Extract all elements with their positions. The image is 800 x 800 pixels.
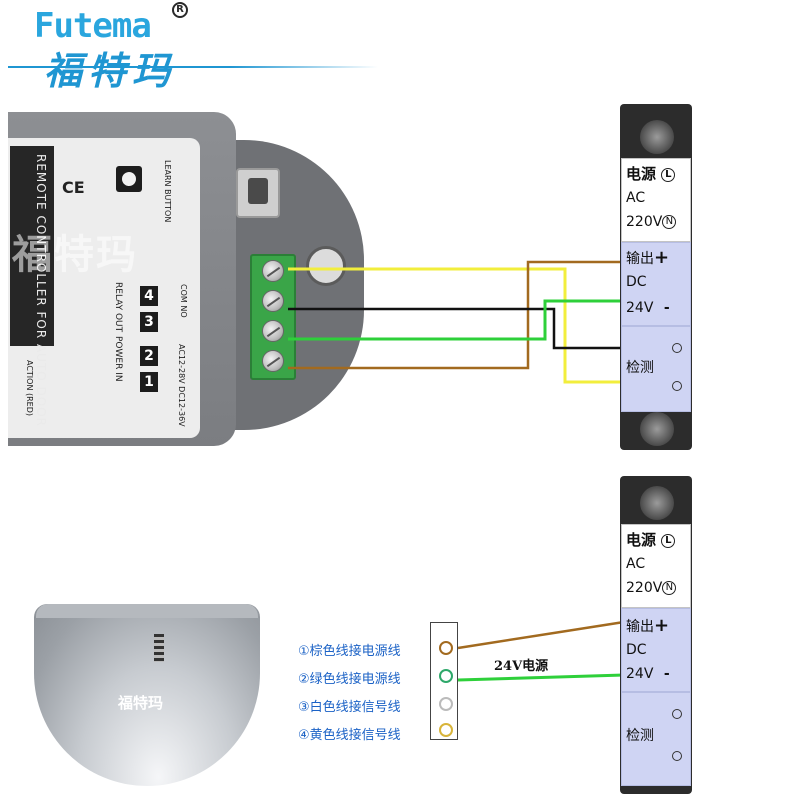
wire-brown-bottom (457, 620, 625, 650)
wire-black (288, 307, 622, 350)
detect-terminal-icon (672, 343, 682, 353)
psu-bottom-ac-label: AC (626, 556, 646, 572)
legend-item-green: ②绿色线接电源线 (298, 672, 401, 687)
detect-terminal-icon (672, 709, 682, 719)
psu-top-ac-voltage: 220V (626, 214, 663, 230)
psu-top-dc-voltage: 24V (626, 300, 654, 316)
controller-model-strip: REMOTE CONTROLLER FOR AUTO DOOR (10, 146, 54, 427)
screw-icon (262, 350, 284, 372)
terminal-number-4: 4 (140, 286, 158, 306)
psu-top-power-label: 电源 (626, 165, 657, 183)
psu-bottom-dc-voltage: 24V (626, 666, 654, 682)
sensor-top-edge (36, 604, 258, 618)
terminal-n-icon: N (662, 215, 677, 229)
psu-top-dc-section: 输出+ DC 24V - (621, 242, 691, 326)
mounting-post (306, 246, 346, 286)
supply-label: 24V电源 (494, 659, 549, 674)
detect-terminal-icon (672, 751, 682, 761)
minus-icon: - (663, 300, 670, 316)
terminal-number-2: 2 (140, 346, 158, 366)
wire-green-bottom (457, 673, 625, 682)
psu-top-ac-label: AC (626, 190, 646, 206)
legend-item-white: ③白色线接信号线 (298, 700, 401, 715)
psu-bottom-output-label: 输出 (626, 619, 654, 635)
psu-bottom-dc-label: DC (626, 642, 647, 658)
terminal-number-3: 3 (140, 312, 158, 332)
plus-icon: + (654, 247, 670, 268)
door-sensor (34, 604, 260, 786)
plus-icon: + (654, 615, 670, 636)
terminal-block (250, 254, 296, 380)
registered-mark: R (172, 2, 188, 18)
legend-item-brown: ①棕色线接电源线 (298, 644, 401, 659)
psu-bottom-detect-label: 检测 (626, 728, 654, 744)
screw-icon (640, 412, 674, 446)
learn-button-icon (116, 166, 142, 192)
psu-bottom-dc-section: 输出+ DC 24V - (621, 608, 691, 692)
screw-icon (262, 320, 284, 342)
psu-top-output-label: 输出 (626, 251, 654, 267)
minus-icon: - (663, 666, 670, 682)
screw-icon (640, 486, 674, 520)
wire-yellow (288, 267, 622, 384)
wire-green (288, 299, 622, 341)
logo-underline (8, 66, 378, 68)
green-terminal-icon (439, 669, 453, 683)
ce-mark: CE (62, 178, 85, 197)
sensor-watermark: 福特玛 (118, 694, 164, 712)
yellow-terminal-icon (439, 723, 453, 737)
push-button-cap (248, 178, 268, 204)
detect-terminal-icon (672, 381, 682, 391)
legend-item-yellow: ④黄色线接信号线 (298, 728, 401, 743)
logo-brand-cn: 福特玛 (44, 48, 177, 93)
screw-icon (640, 120, 674, 154)
psu-bottom-detect-section: 检测 (621, 692, 691, 786)
psu-bottom-ac-voltage: 220V (626, 580, 663, 596)
connector-box (430, 622, 458, 740)
sensor-window (154, 634, 164, 662)
wire-brown (288, 260, 622, 370)
screw-icon (262, 260, 284, 282)
terminal-l-icon: L (661, 167, 676, 182)
white-terminal-icon (439, 697, 453, 711)
screw-icon (262, 290, 284, 312)
psu-top-detect-label: 检测 (626, 360, 654, 376)
psu-top-detect-section: 检测 (621, 326, 691, 412)
terminal-n-icon: N (662, 581, 677, 595)
psu-bottom-power-label: 电源 (626, 531, 657, 549)
brown-terminal-icon (439, 641, 453, 655)
terminal-l-icon: L (661, 533, 676, 548)
watermark-top: 福特玛 (12, 232, 138, 278)
terminal-number-1: 1 (140, 372, 158, 392)
psu-top-dc-label: DC (626, 274, 647, 290)
logo-brand-en: Futema (34, 6, 152, 46)
